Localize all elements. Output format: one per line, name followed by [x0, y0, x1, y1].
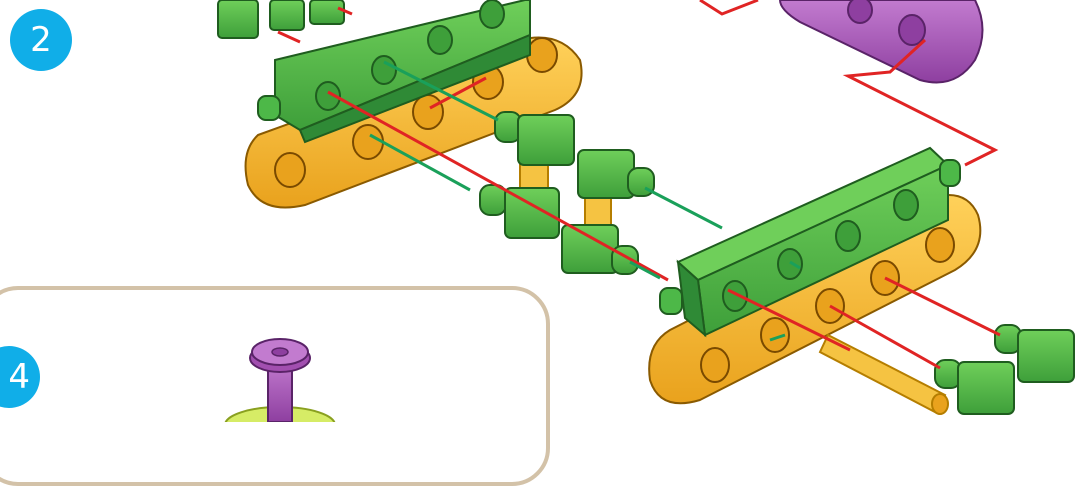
purple-beam-icon	[780, 0, 983, 83]
step-number-badge: 2	[10, 9, 72, 71]
step-4-panel	[0, 286, 550, 486]
yellow-axle-icon	[820, 335, 948, 414]
middle-connectors	[480, 112, 654, 274]
green-peg-icon	[935, 325, 1074, 414]
green-peg-icon	[480, 112, 654, 274]
right-subassembly	[649, 148, 1074, 414]
